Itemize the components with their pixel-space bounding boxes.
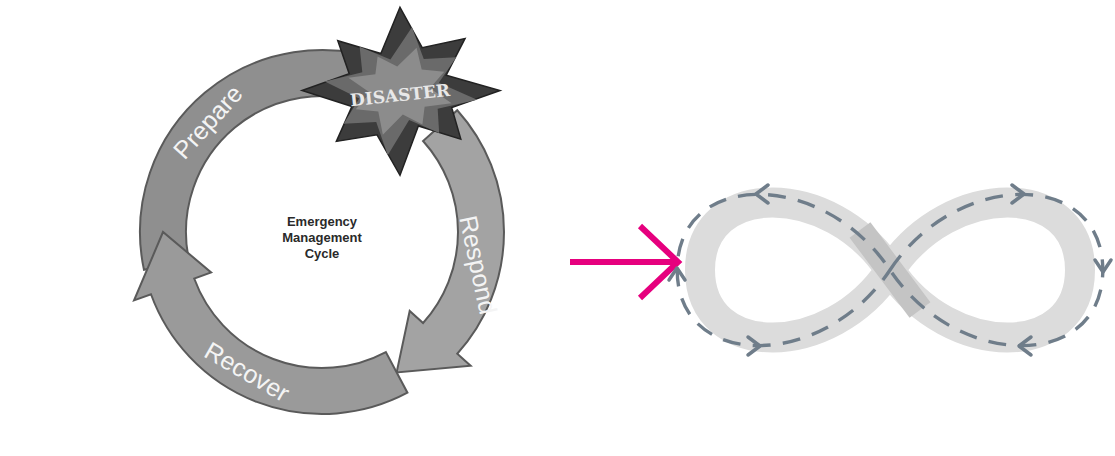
flow-arrowhead: [756, 185, 768, 203]
flow-arrowhead: [669, 268, 685, 280]
burst-middle: [325, 27, 477, 155]
arrow-head: [640, 226, 678, 298]
flow-arrowhead: [1019, 337, 1031, 355]
flow-arrowhead: [1095, 260, 1111, 272]
flow-arrowheads: [669, 185, 1111, 355]
flow-arrowhead: [748, 337, 760, 355]
disaster-burst: DISASTER: [295, 3, 505, 178]
dashed-flow: [677, 194, 1103, 345]
flow-arrowhead: [1012, 185, 1024, 203]
center-label: Emergency Management Cycle: [274, 214, 370, 262]
phase-arrow-shape: [134, 232, 407, 414]
arrow-shaft: [570, 259, 676, 265]
node-outline: [90, 0, 554, 456]
burst-inner: [348, 48, 451, 135]
infinity-symbol: [669, 185, 1111, 355]
transition-arrow: [570, 226, 678, 298]
cycle-phase-arrow: Recover: [90, 0, 554, 456]
phase-arrow-shape: [397, 110, 504, 372]
